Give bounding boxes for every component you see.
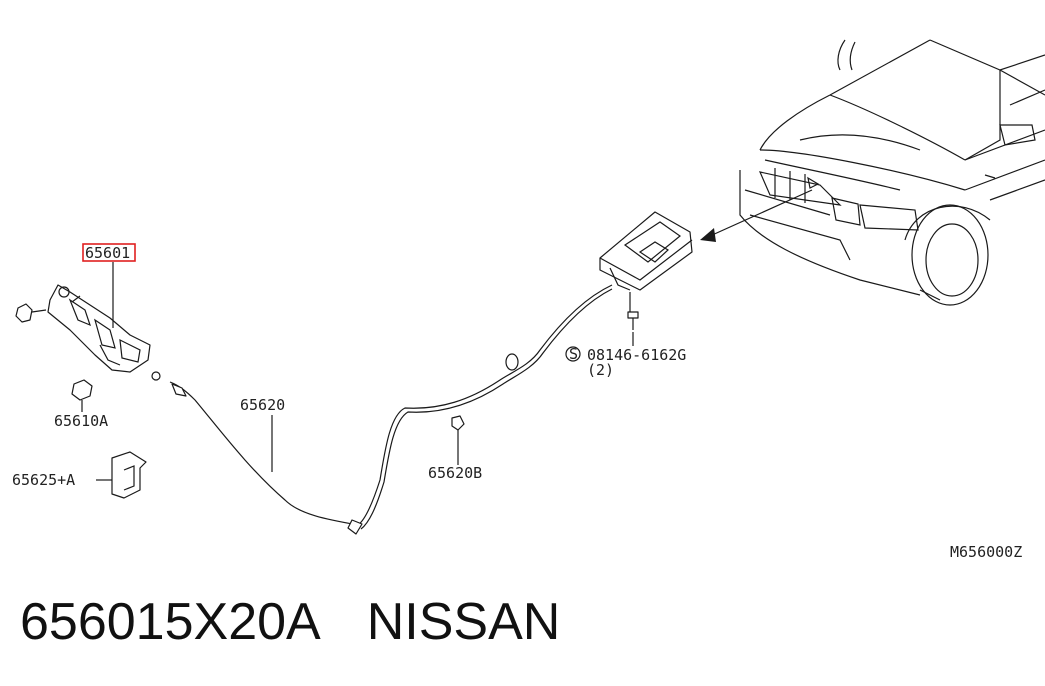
bolt-callout: S 08146-6162G (2) [565, 345, 686, 379]
brand-name: NISSAN [366, 593, 561, 651]
bolt-s-icon: S [569, 345, 578, 363]
truck-illustration [739, 39, 1045, 306]
hood-lock-assembly [599, 211, 693, 346]
caption: 656015X20A NISSAN [20, 592, 1020, 662]
grommet-left [15, 303, 47, 323]
highlight-box [82, 243, 136, 262]
hood-lock-bracket [47, 262, 151, 373]
part-number: 656015X20A [20, 593, 321, 651]
label-65610a[interactable]: 65610A [54, 412, 108, 430]
location-arrow [700, 189, 813, 242]
release-cable [151, 284, 613, 535]
bolt-qty-label: (2) [587, 361, 614, 379]
bolt-number-label: 08146-6162G [587, 346, 686, 364]
label-65601[interactable]: 65601 [85, 244, 130, 262]
bumper-65610a [71, 379, 93, 412]
label-65620[interactable]: 65620 [240, 396, 285, 414]
label-65625a[interactable]: 65625+A [12, 471, 75, 489]
clip-65620b [451, 415, 465, 465]
bracket-65625a [96, 451, 147, 499]
diagram-code: M656000Z [950, 543, 1022, 561]
label-65620b[interactable]: 65620B [428, 464, 482, 482]
